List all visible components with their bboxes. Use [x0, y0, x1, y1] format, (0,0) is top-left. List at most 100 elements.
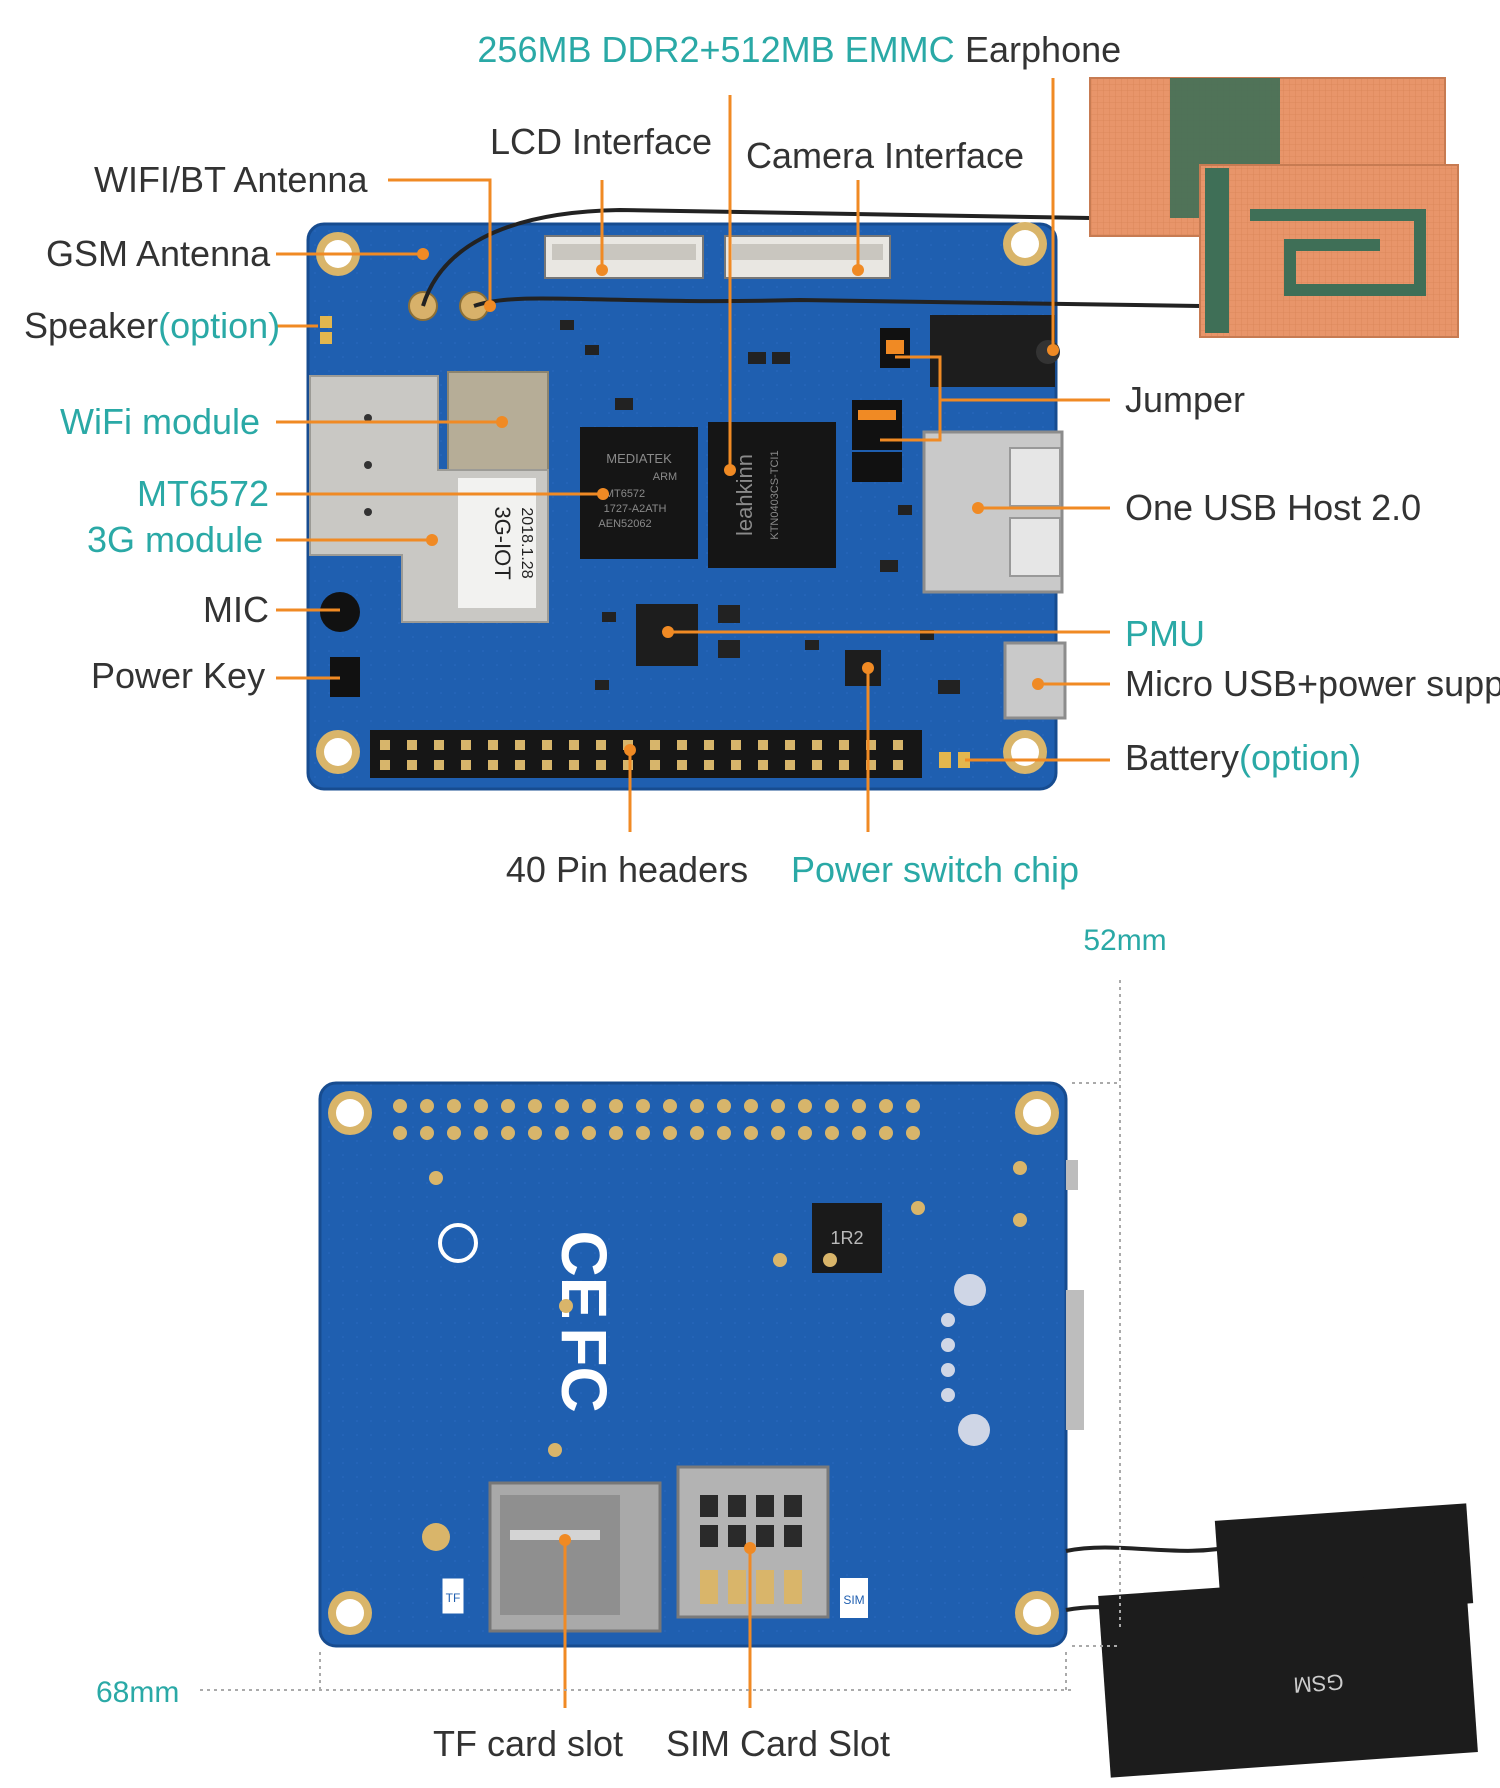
- header-pin: [434, 740, 444, 750]
- header-pin-hole: [663, 1099, 677, 1113]
- header-pin-hole: [474, 1126, 488, 1140]
- front-mounting-holes: [316, 222, 1047, 774]
- header-pin-hole: [663, 1126, 677, 1140]
- mediatek-text: MEDIATEK: [606, 451, 672, 466]
- header-pin: [650, 740, 660, 750]
- sim-card-slot: SIM: [676, 1465, 868, 1619]
- header-pin-hole: [501, 1126, 515, 1140]
- header-pin: [704, 740, 714, 750]
- front-board: 3G-IOT 2018.1.28 MEDIATEK ARM MT6572 172…: [306, 222, 1067, 791]
- jumper-block: [852, 328, 910, 482]
- dimension-lines: [200, 980, 1121, 1691]
- front-antennas: [421, 77, 1459, 338]
- gsm-tag-text: GSM: [1293, 1669, 1345, 1697]
- header-pin-hole: [825, 1099, 839, 1113]
- header-pin: [785, 740, 795, 750]
- header-pin-hole: [825, 1126, 839, 1140]
- label-ram: 256MB DDR2+512MB EMMC: [477, 29, 955, 70]
- label-jumper: Jumper: [1125, 379, 1246, 420]
- header-pin-hole: [798, 1099, 812, 1113]
- header-pin: [596, 740, 606, 750]
- header-pin-hole: [636, 1099, 650, 1113]
- label-earphone: Earphone: [965, 29, 1122, 70]
- header-pin: [461, 760, 471, 770]
- header-pin-hole: [420, 1099, 434, 1113]
- label-speaker-text: Speaker: [24, 305, 159, 346]
- back-mounting-holes: [328, 1091, 1059, 1635]
- header-pin: [407, 740, 417, 750]
- header-pin: [623, 760, 633, 770]
- micro-usb-port: [1003, 641, 1067, 720]
- header-pin-hole: [528, 1099, 542, 1113]
- header-pin-hole: [852, 1126, 866, 1140]
- header-pin-hole: [879, 1126, 893, 1140]
- header-pin: [893, 740, 903, 750]
- header-pin-hole: [690, 1099, 704, 1113]
- label-power-key: Power Key: [91, 655, 266, 696]
- leader-lines: [276, 78, 1110, 1708]
- label-usb-host: One USB Host 2.0: [1125, 487, 1422, 528]
- label-pmu: PMU: [1125, 613, 1205, 654]
- header-pin-hole: [879, 1099, 893, 1113]
- header-pin-hole: [582, 1126, 596, 1140]
- label-camera-interface: Camera Interface: [745, 135, 1025, 176]
- header-pin-hole: [420, 1126, 434, 1140]
- label-battery-text: Battery: [1125, 737, 1240, 778]
- header-pin-hole: [447, 1126, 461, 1140]
- header-pin-hole: [528, 1126, 542, 1140]
- header-pin: [596, 760, 606, 770]
- header-pin: [812, 740, 822, 750]
- header-pin: [893, 760, 903, 770]
- header-pin-hole: [798, 1126, 812, 1140]
- header-pin: [515, 740, 525, 750]
- header-pin: [812, 760, 822, 770]
- back-board: CE FC 1R2 TF: [318, 1081, 1084, 1648]
- ce-mark: CE: [548, 1231, 620, 1320]
- label-3g-module: 3G module: [87, 519, 264, 560]
- header-pin-hole: [447, 1099, 461, 1113]
- header-pin: [542, 760, 552, 770]
- header-pin-hole: [852, 1099, 866, 1113]
- header-pin: [866, 760, 876, 770]
- header-pin: [839, 760, 849, 770]
- label-speaker-option: (option): [158, 305, 281, 346]
- header-pin: [731, 760, 741, 770]
- leader-dots: [417, 248, 1059, 1554]
- header-pin: [569, 760, 579, 770]
- header-pin: [758, 740, 768, 750]
- header-pin-hole: [501, 1099, 515, 1113]
- header-pin: [434, 760, 444, 770]
- label-tf-card-slot: TF card slot: [432, 1723, 624, 1764]
- header-pin: [488, 760, 498, 770]
- mic-component: [320, 592, 360, 632]
- label-gsm-antenna: GSM Antenna: [46, 233, 271, 274]
- header-pin-hole: [744, 1099, 758, 1113]
- header-pin: [785, 760, 795, 770]
- header-pin: [380, 740, 390, 750]
- header-pin: [866, 740, 876, 750]
- header-pin-hole: [636, 1126, 650, 1140]
- header-pin-hole: [717, 1099, 731, 1113]
- sim-tag-text: SIM: [843, 1593, 864, 1607]
- header-pin: [569, 740, 579, 750]
- label-40-pin-headers: 40 Pin headers: [505, 849, 749, 890]
- header-pin: [758, 760, 768, 770]
- header-pin: [461, 740, 471, 750]
- label-battery-option: (option): [1239, 737, 1362, 778]
- back-pads: [422, 1161, 1027, 1551]
- header-pin: [407, 760, 417, 770]
- header-pin: [650, 760, 660, 770]
- label-wifi-module: WiFi module: [60, 401, 261, 442]
- header-pin-hole: [582, 1099, 596, 1113]
- header-pin: [488, 740, 498, 750]
- header-pin-hole: [393, 1126, 407, 1140]
- small-components: [560, 320, 960, 694]
- earphone-jack: [930, 315, 1055, 387]
- lot-text: AEN52062: [598, 518, 651, 530]
- label-wifi-bt-antenna: WIFI/BT Antenna: [94, 159, 368, 200]
- header-pin: [704, 760, 714, 770]
- header-pin: [677, 740, 687, 750]
- header-pin-hole: [906, 1099, 920, 1113]
